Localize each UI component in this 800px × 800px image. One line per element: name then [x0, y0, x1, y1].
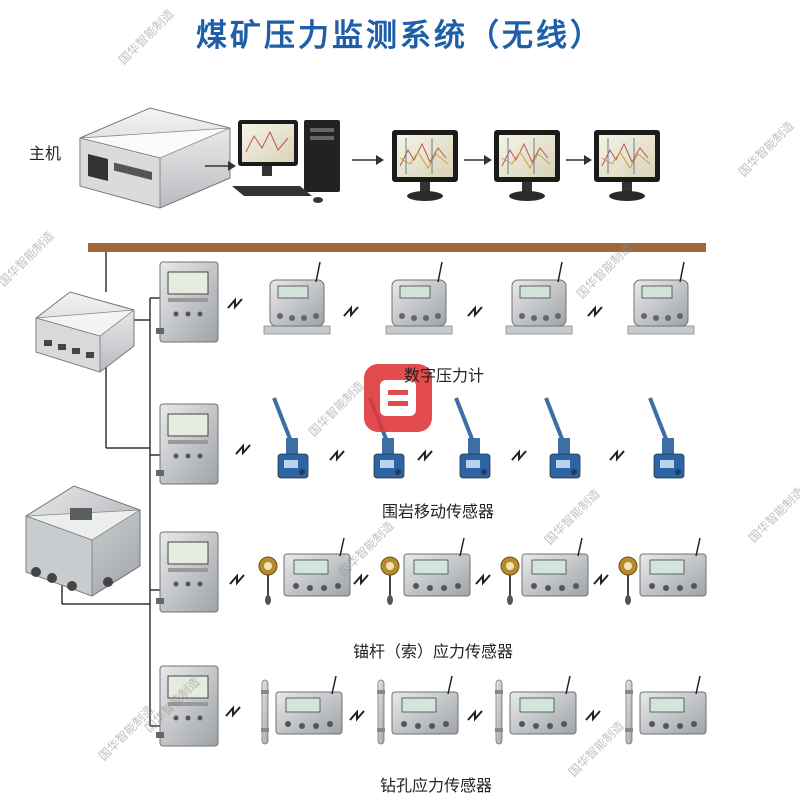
- workstation-icon: [232, 120, 340, 203]
- acquisition-box-icon: [391, 675, 459, 735]
- acquisition-box-icon: [283, 537, 351, 597]
- acquisition-box-icon: [275, 675, 343, 735]
- acquisition-box-icon: [639, 537, 707, 597]
- row-label-anchor-stress-sensor: 锚杆（索）应力传感器: [353, 642, 514, 661]
- anchor-stress-sensor-icon: [500, 556, 520, 606]
- row-label-borehole-stress-sensor: 钻孔应力传感器: [380, 776, 493, 795]
- rock-displacement-sensor-icon: [648, 396, 686, 480]
- borehole-stress-sensor-icon: [494, 679, 504, 745]
- host-server-icon: [79, 107, 231, 209]
- junction-box-icon: [35, 291, 136, 373]
- monitor-icon: [391, 129, 459, 202]
- anchor-stress-sensor-icon: [380, 556, 400, 606]
- communication-bus: [88, 243, 706, 252]
- acquisition-box-icon: [639, 675, 707, 735]
- substation-icon: [155, 403, 219, 485]
- digital-pressure-gauge-icon: [505, 261, 573, 335]
- substation-icon: [155, 665, 219, 747]
- host-label: 主机: [29, 144, 62, 163]
- rock-displacement-sensor-icon: [272, 396, 310, 480]
- row-label-digital-pressure-gauge: 数字压力计: [404, 366, 485, 385]
- digital-pressure-gauge-icon: [627, 261, 695, 335]
- acquisition-box-icon: [509, 675, 577, 735]
- anchor-stress-sensor-icon: [618, 556, 638, 606]
- monitor-icon: [593, 129, 661, 202]
- row-label-rock-displacement-sensor: 围岩移动传感器: [382, 502, 495, 521]
- diagram-title: 煤矿压力监测系统（无线）: [196, 18, 604, 54]
- rock-displacement-sensor-icon: [544, 396, 582, 480]
- monitor-icon: [493, 129, 561, 202]
- acquisition-box-icon: [403, 537, 471, 597]
- acquisition-box-icon: [521, 537, 589, 597]
- borehole-stress-sensor-icon: [376, 679, 386, 745]
- rock-displacement-sensor-icon: [454, 396, 492, 480]
- substation-icon: [155, 261, 219, 343]
- brand-logo-icon: [364, 364, 432, 432]
- borehole-stress-sensor-icon: [624, 679, 634, 745]
- digital-pressure-gauge-icon: [263, 261, 331, 335]
- borehole-stress-sensor-icon: [260, 679, 270, 745]
- digital-pressure-gauge-icon: [385, 261, 453, 335]
- explosion-proof-power-box-icon: [25, 485, 142, 597]
- substation-icon: [155, 531, 219, 613]
- anchor-stress-sensor-icon: [258, 556, 278, 606]
